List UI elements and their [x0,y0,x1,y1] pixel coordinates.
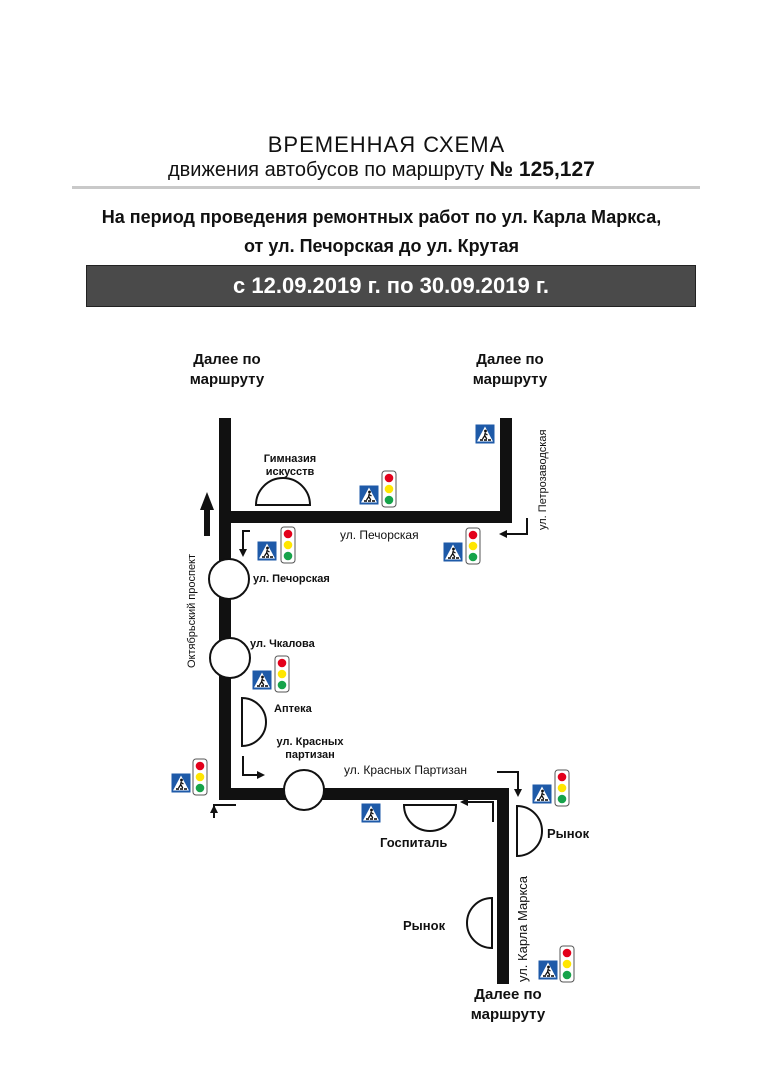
bus-stop-icon [208,558,250,600]
gymnasium-marker [254,477,312,506]
pedestrian-crossing-icon [441,540,465,564]
direction-arrow-icon [497,771,519,790]
direction-arrow-icon [239,549,247,557]
market-marker [466,896,493,950]
traffic-light-icon [280,526,296,564]
market-marker [516,804,543,858]
traffic-light-icon [381,470,397,508]
pedestrian-crossing-icon [357,483,381,507]
direction-arrow-icon [467,801,494,822]
bus-stop-icon [283,769,325,811]
street-label-karla-marksa: ул. Карла Маркса [515,875,530,982]
traffic-light-icon [192,758,208,796]
direction-arrow-icon [506,518,528,535]
direction-arrow-icon [514,789,522,797]
pedestrian-crossing-icon [169,771,193,795]
route-numbers: № 125,127 [489,158,595,181]
direction-arrow-icon [499,530,507,538]
hospital-marker [402,804,458,832]
direction-arrow-icon [213,804,236,818]
scheme-subtitle: движения автобусов по маршруту № 125,127 [168,158,595,182]
direction-arrow-icon [200,492,214,536]
traffic-light-icon [559,945,575,983]
traffic-light-icon [554,769,570,807]
direction-arrow-icon [257,771,265,779]
stop-label-chkalova: ул. Чкалова [250,638,315,650]
stop-label-pechorskaya: ул. Печорская [253,573,330,585]
date-range-banner: с 12.09.2019 г. по 30.09.2019 г. [86,265,696,307]
pharmacy-marker [241,696,267,748]
bus-stop-icon [209,637,251,679]
pedestrian-crossing-icon [250,668,274,692]
direction-arrow-icon [210,805,218,813]
period-line-1: На период проведения ремонтных работ по … [101,207,662,227]
pedestrian-crossing-icon [473,422,497,446]
landmark-gospital: Госпиталь [380,835,448,850]
direction-arrow-icon [460,798,468,806]
street-label-oktyabrsky: Октябрьский проспект [186,554,198,668]
direction-arrow-icon [242,756,258,776]
traffic-light-icon [465,527,481,565]
period-description: На период проведения ремонтных работ по … [0,203,763,261]
street-label-petrozavodskaya: ул. Петрозаводская [537,430,549,530]
landmark-rynok-right: Рынок [547,826,590,841]
street-label-krasnykh-partizan: ул. Красных Партизан [344,763,468,777]
landmark-rynok-left: Рынок [403,918,446,933]
scheme-title: ВРЕМЕННАЯ СХЕМА [267,132,506,157]
landmark-apteka: Аптека [274,703,312,715]
pedestrian-crossing-icon [359,801,383,825]
pedestrian-crossing-icon [536,958,560,982]
pedestrian-crossing-icon [530,782,554,806]
period-line-2: от ул. Печорская до ул. Крутая [244,236,519,256]
header-divider [72,186,700,189]
subtitle-text: движения автобусов по маршруту [168,159,485,181]
street-label-pechorskaya: ул. Печорская [340,528,419,542]
direction-arrow-icon [242,530,250,551]
pedestrian-crossing-icon [255,539,279,563]
traffic-light-icon [274,655,290,693]
